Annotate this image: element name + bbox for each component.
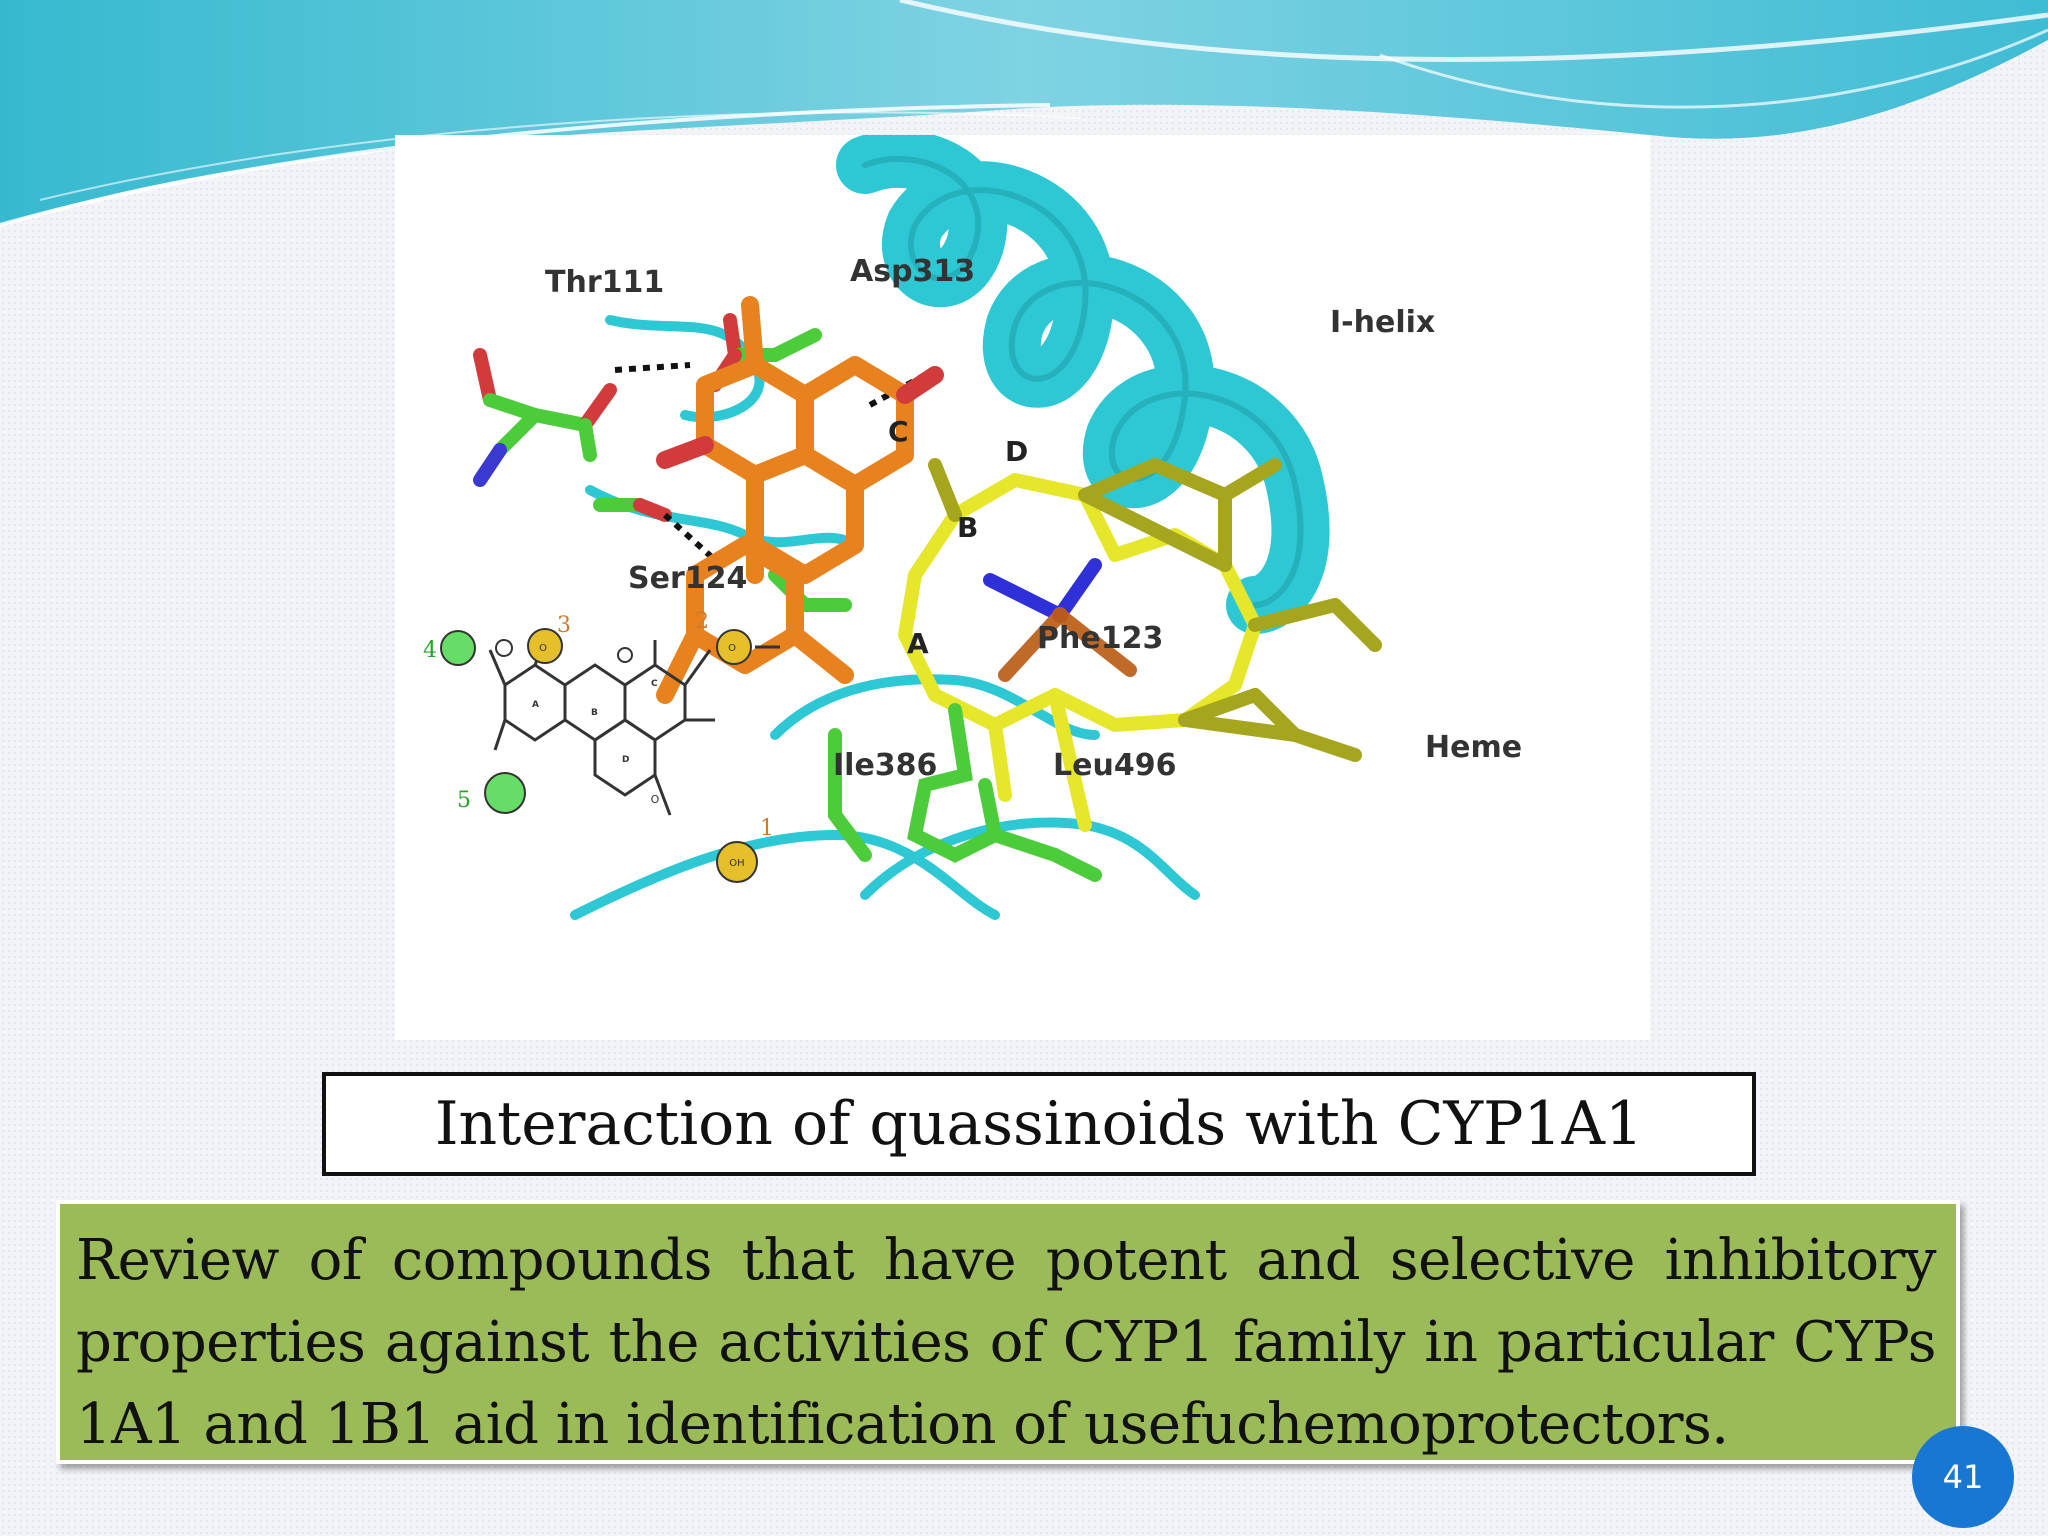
page-number-badge: 41 — [1912, 1426, 2014, 1528]
scheme-atom-oh: OH — [729, 858, 744, 869]
scheme-ring-d: D — [622, 755, 629, 765]
scheme-ring-b: B — [591, 708, 598, 718]
label-ser124: Ser124 — [628, 561, 747, 596]
scheme-site-5: 5 — [457, 788, 471, 813]
heme-group — [898, 458, 1382, 832]
summary-text-box: Review of compounds that have potent and… — [56, 1200, 1960, 1464]
quassinoid-ligand — [656, 296, 944, 704]
i-helix-ribbon — [836, 135, 1330, 634]
label-i-helix: I-helix — [1330, 305, 1435, 340]
scheme-ring-c: C — [651, 679, 658, 689]
scheme-ring-a: A — [532, 700, 539, 710]
ring-label-b: B — [957, 511, 978, 544]
figure-caption: Interaction of quassinoids with CYP1A1 — [322, 1072, 1756, 1176]
label-leu496: Leu496 — [1053, 748, 1176, 783]
binding-residues — [768, 568, 1102, 882]
scheme-atom-o2: O — [728, 643, 736, 654]
scheme-site-4: 4 — [423, 638, 437, 663]
ring-label-c: C — [888, 415, 909, 448]
label-asp313: Asp313 — [850, 254, 975, 289]
label-ile386: Ile386 — [833, 748, 937, 783]
ring-label-a: A — [907, 627, 929, 660]
label-thr111: Thr111 — [545, 265, 664, 300]
scheme-site-3: 3 — [557, 613, 571, 638]
ser124-residue — [593, 498, 672, 522]
label-heme: Heme — [1425, 730, 1522, 765]
quassinoid-2d-scheme: O O O OH A B C D 1 2 3 4 5 — [423, 609, 780, 883]
label-phe123: Phe123 — [1037, 621, 1163, 656]
scheme-site-2: 2 — [695, 609, 709, 634]
scheme-site-1: 1 — [760, 816, 774, 841]
scheme-atom-o3: O — [539, 643, 547, 654]
thr111-residue — [473, 348, 617, 487]
scheme-atom-o-ring: O — [651, 793, 660, 806]
docking-figure: Thr111 Asp313 I-helix Ser124 Phe123 Heme… — [395, 135, 1650, 1040]
ring-label-d: D — [1005, 435, 1028, 468]
